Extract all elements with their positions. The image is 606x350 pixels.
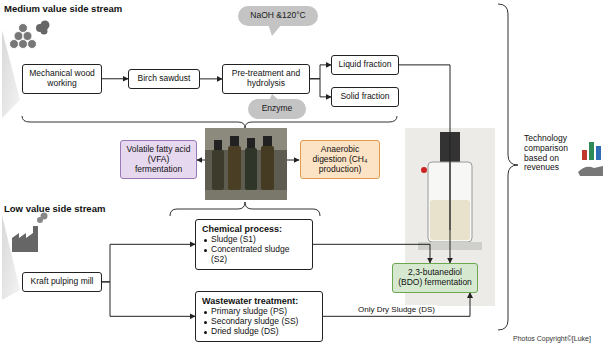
bullet-item: Concentrated sludge (S2): [202, 245, 306, 265]
bullet-item: Dried sludge (DS): [202, 327, 316, 337]
fraction-box: Liquid fraction: [331, 55, 399, 75]
bubble-tail: [268, 24, 282, 36]
vials-photo: [205, 128, 287, 200]
arrow: [287, 160, 299, 161]
connector-arrow: [102, 78, 128, 79]
section-title: Low value side stream: [4, 203, 105, 214]
node-text: Anaerobic digestion (CH₄ production): [304, 145, 376, 174]
connector-arrow: [200, 78, 222, 79]
condition-bubble: NaOH &120°C: [238, 6, 318, 26]
node-text: Mechanical wood working: [26, 69, 98, 89]
node-text: Volatile fatty acid (VFA) fermentation: [124, 145, 193, 174]
condition-bubble: Enzyme: [248, 99, 306, 119]
node-text: Enzyme: [252, 104, 302, 114]
wood-icon: [10, 21, 50, 49]
source-box: Kraft pulping mill: [22, 272, 102, 292]
copyright-note: Photos Copyright©[Luke]: [513, 335, 591, 342]
bullet-item: Sludge (S1): [202, 235, 306, 245]
box-heading: Wastewater treatment:: [202, 296, 316, 306]
grey-wedge: [2, 215, 20, 300]
brace: [498, 4, 518, 330]
node-text: Liquid fraction: [335, 60, 395, 70]
process-box: Pre-treatment and hydrolysis: [222, 64, 310, 94]
connector-arrow: [399, 65, 450, 263]
bullet-item: Primary sludge (PS): [202, 307, 316, 317]
list-box: Wastewater treatment:Primary sludge (PS)…: [195, 291, 323, 342]
node-text: 2,3-butanediol (BDO) fermentation: [396, 268, 474, 288]
connector-arrow: [310, 65, 331, 79]
chart-hand-icon: [578, 142, 603, 176]
grey-wedge: [2, 30, 20, 118]
edge-label: Only Dry Sludge (DS): [356, 305, 437, 314]
process-box: Mechanical wood working: [22, 64, 102, 94]
node-text: Kraft pulping mill: [26, 277, 98, 287]
node-text: NaOH &120°C: [242, 11, 314, 21]
node-text: Pre-treatment and hydrolysis: [226, 69, 306, 89]
process-box: Birch sawdust: [128, 69, 200, 89]
bracket: [170, 202, 320, 216]
node-text: Solid fraction: [335, 92, 395, 102]
factory-icon: [12, 213, 48, 253]
process-box: Anaerobic digestion (CH₄ production): [300, 140, 380, 179]
process-box: 2,3-butanediol (BDO) fermentation: [392, 263, 478, 293]
arrow: [197, 160, 205, 161]
list-box: Chemical process:Sludge (S1)Concentrated…: [195, 219, 313, 270]
bracket: [22, 116, 397, 128]
process-box: Volatile fatty acid (VFA) fermentation: [120, 140, 197, 179]
connector-arrow: [323, 293, 470, 317]
connector-arrow: [313, 244, 430, 263]
fraction-box: Solid fraction: [331, 87, 399, 107]
connector-arrow: [102, 244, 195, 282]
box-heading: Chemical process:: [202, 224, 306, 234]
note-text: Technology comparison based on revenues: [524, 134, 580, 173]
bullet-item: Secondary sludge (SS): [202, 317, 316, 327]
connector-arrow: [310, 79, 331, 97]
section-title: Medium value side stream: [4, 3, 122, 14]
node-text: Birch sawdust: [132, 74, 196, 84]
connector-arrow: [102, 282, 195, 316]
